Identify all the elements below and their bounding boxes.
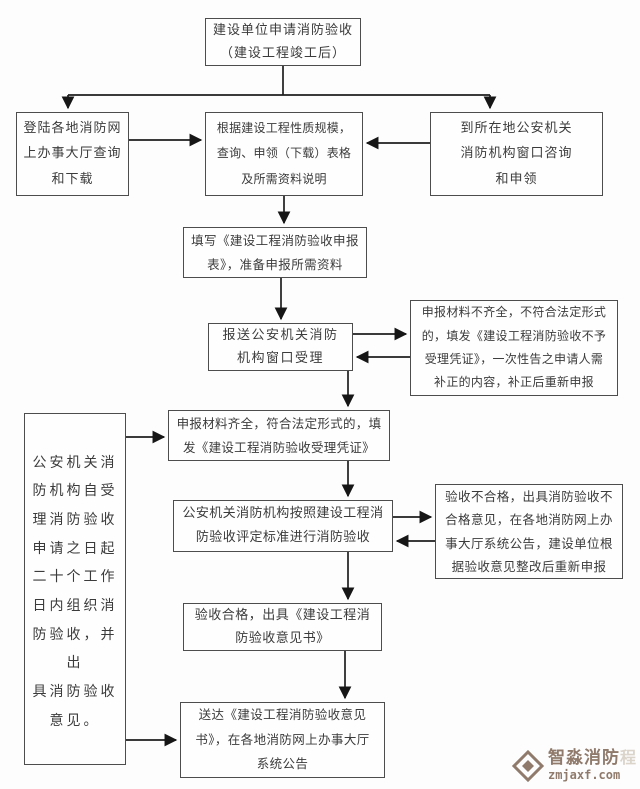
watermark-brand: 智淼消防 xyxy=(547,748,620,769)
node-timeframe-note: 公安机关消 防机构自受 理消防验收 申请之日起 二十个工作 日内组织消 防验收，… xyxy=(24,413,126,765)
node-deliver-opinion: 送达《建设工程消防验收意见 书》，在各地消防网上办事大厅 系统公告 xyxy=(180,702,385,778)
node-fail-result: 验收不合格，出具消防验收不 合格意见，在各地消防网上办 事大厅系统公告，建设单位… xyxy=(435,484,623,579)
node-web-query: 登陆各地消防网 上办事大厅查询 和下载 xyxy=(16,112,129,196)
flow-edges xyxy=(61,66,497,747)
watermark: 智淼消防 程 zmjaxf.com xyxy=(511,748,636,783)
watermark-ghost-char: 程 xyxy=(619,748,636,768)
zhimiao-logo-icon xyxy=(511,749,545,783)
watermark-url: zmjaxf.com xyxy=(547,767,621,782)
node-forms-info: 根据建设工程性质规模， 查询、申领（下载）表格 及所需资料说明 xyxy=(205,112,363,196)
node-pass-result: 验收合格，出具《建设工程消 防验收意见书》 xyxy=(183,603,382,651)
node-incomplete-notice: 申报材料不齐全，不符合法定形式 的，填发《建设工程消防验收不予 受理凭证》，一次… xyxy=(410,300,618,396)
node-submit-window: 报送公安机关消防 机构窗口受理 xyxy=(208,323,353,371)
node-window-consult: 到所在地公安机关 消防机构窗口咨询 和申领 xyxy=(430,112,603,196)
node-conduct-inspection: 公安机关消防机构按照建设工程消 防验收评定标准进行消防验收 xyxy=(173,500,393,552)
node-fill-form: 填写《建设工程消防验收申报 表》，准备申报所需资料 xyxy=(183,227,367,278)
node-apply-acceptance: 建设单位申请消防验收 （建设工程竣工后） xyxy=(205,18,361,66)
watermark-text: 智淼消防 程 zmjaxf.com xyxy=(547,748,636,782)
node-accepted-certificate: 申报材料齐全，符合法定形式的，填 发《建设工程消防验收受理凭证》 xyxy=(168,410,390,461)
